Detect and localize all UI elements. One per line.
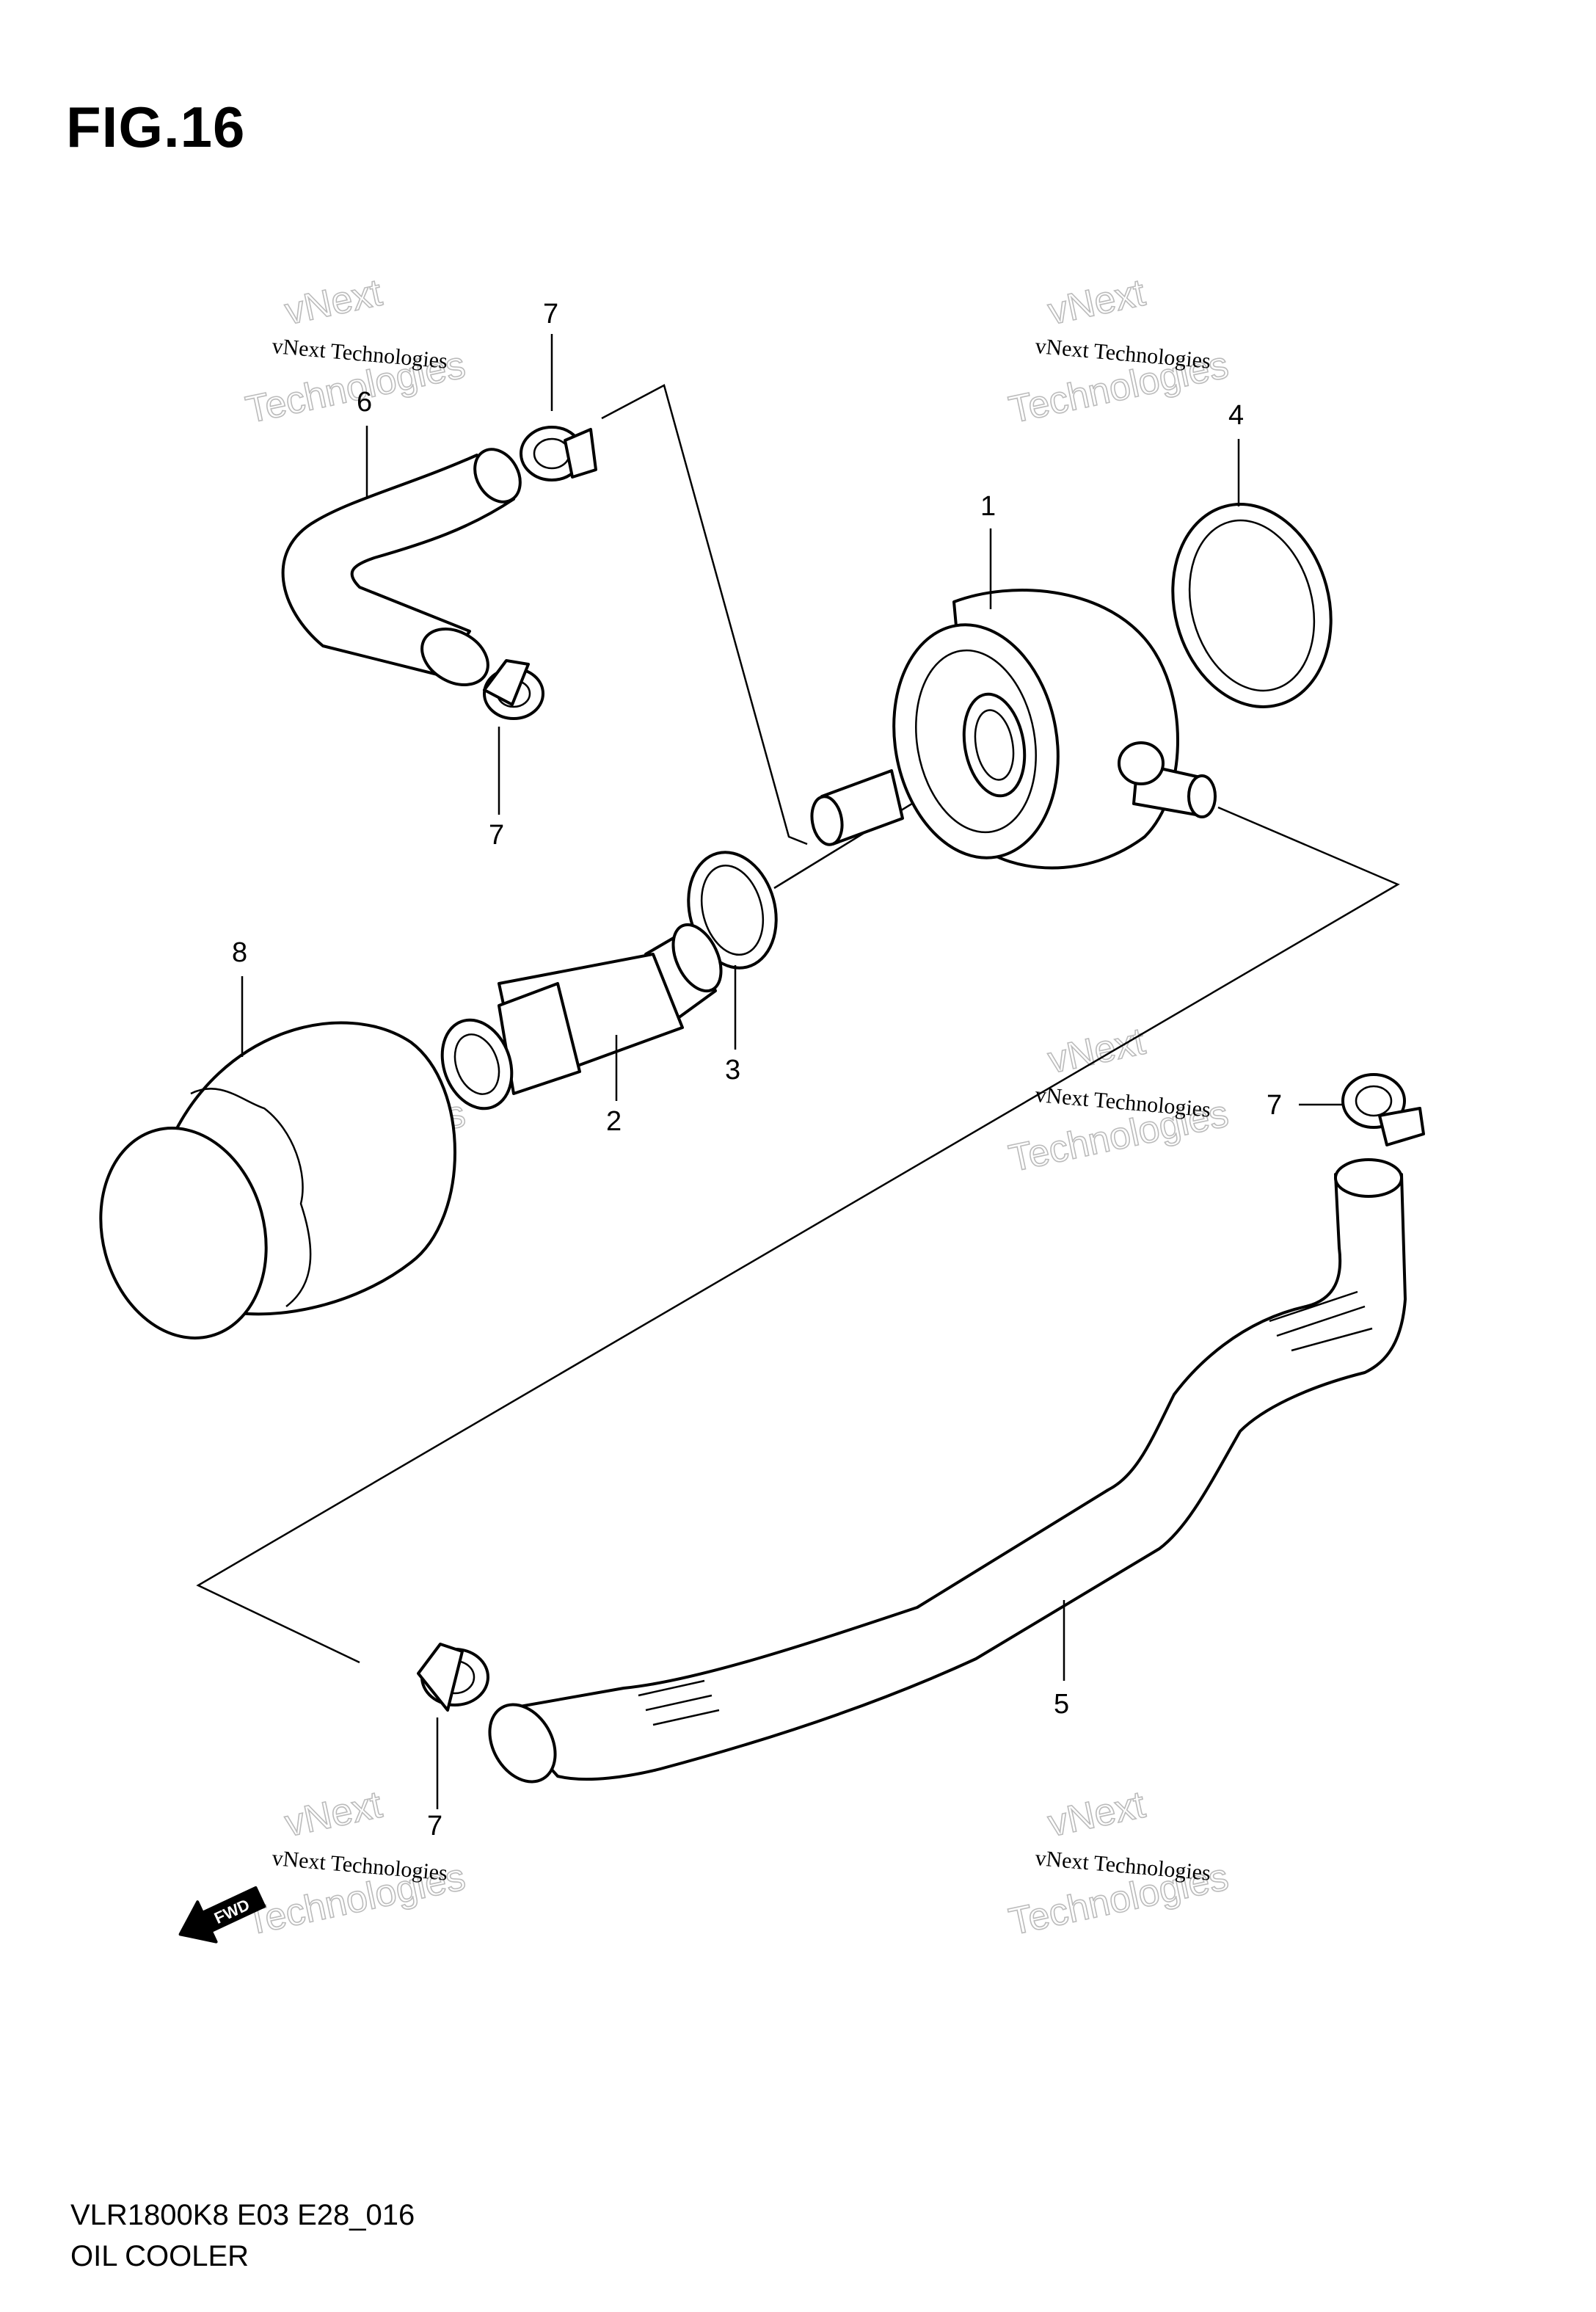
svg-text:vNext: vNext [1044, 1784, 1149, 1845]
callout-7-right: 7 [1267, 1090, 1282, 1121]
callout-4: 4 [1228, 400, 1244, 431]
figure-name: OIL COOLER [70, 2240, 249, 2272]
watermark: vNext Technologies vNext Technologies [241, 271, 470, 432]
callout-7-top: 7 [543, 299, 558, 330]
hose-clamp-bottom [417, 1643, 489, 1712]
lower-hose-part-5 [488, 1158, 1407, 1784]
callout-7-bottom: 7 [427, 1811, 442, 1842]
callout-2: 2 [606, 1106, 622, 1137]
oil-cooler-part-1 [810, 589, 1217, 870]
svg-text:vNext: vNext [1044, 272, 1149, 333]
union-bolt-part-2 [440, 923, 723, 1110]
model-code: VLR1800K8 E03 E28_016 [70, 2199, 415, 2231]
svg-text:vNext: vNext [281, 272, 386, 333]
callout-1: 1 [980, 491, 996, 522]
hose-clamp-top [520, 426, 597, 481]
figure-title: FIG.16 [66, 95, 246, 159]
hose-clamp-right [1341, 1073, 1425, 1146]
watermark: vNext Technologies vNext Technologies [1005, 271, 1233, 432]
watermark: vNext Technologies vNext Technologies [1005, 1783, 1233, 1944]
callout-labels: 1 2 3 4 5 6 7 7 7 7 8 [232, 299, 1282, 1842]
o-ring-part-4 [1171, 503, 1333, 708]
callout-7-mid: 7 [489, 820, 504, 851]
callout-3: 3 [725, 1055, 740, 1086]
callout-6: 6 [357, 387, 372, 418]
svg-text:vNext: vNext [1044, 1020, 1149, 1082]
callout-5: 5 [1054, 1689, 1069, 1720]
oil-filter-part-8 [99, 1021, 456, 1339]
upper-hose-part-6 [281, 448, 522, 686]
watermark: vNext Technologies vNext Technologies [1005, 1019, 1233, 1181]
callout-8: 8 [232, 937, 247, 968]
callout-leaders [241, 334, 1343, 1809]
hose-clamp-mid [483, 659, 544, 720]
svg-text:vNext: vNext [281, 1784, 386, 1845]
watermark: vNext Technologies vNext Technologies [241, 1783, 470, 1944]
